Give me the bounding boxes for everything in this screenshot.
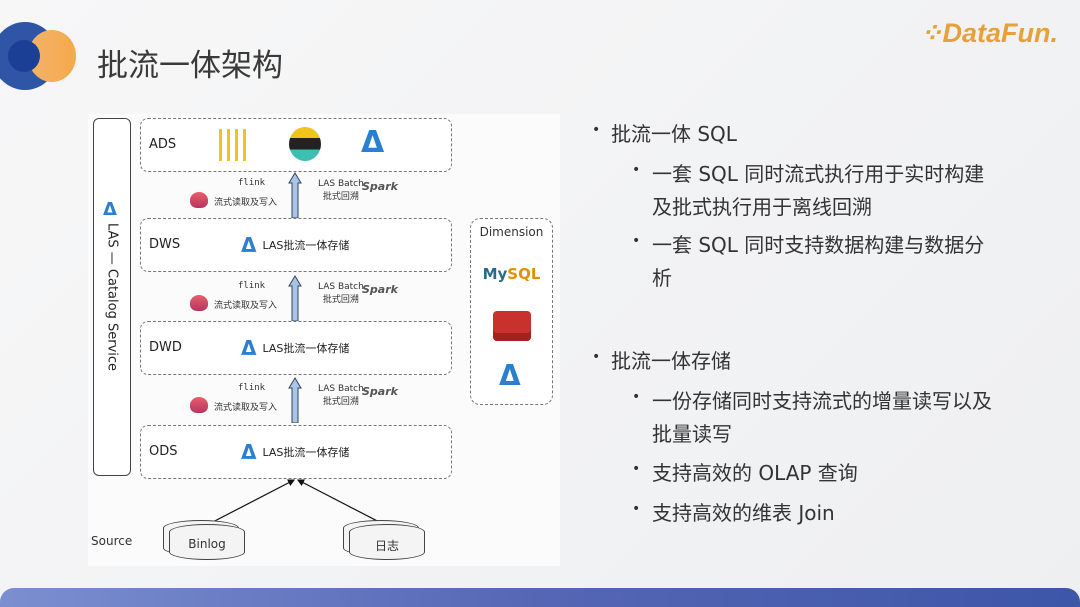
las-icon: Δ <box>499 359 521 392</box>
las-icon: Δ <box>361 125 385 160</box>
bullet-sql: •批流一体 SQL <box>592 122 737 146</box>
las-icon: Δ <box>103 199 117 220</box>
datafun-logo: ⁘DataFun. <box>919 18 1058 48</box>
spark-icon: Spark <box>362 385 398 398</box>
source-binlog: Binlog <box>163 520 245 560</box>
flink-icon <box>190 295 208 311</box>
mysql-logo: MySQL <box>482 265 541 283</box>
las-icon: Δ <box>241 336 257 360</box>
bullet-sql-1: •一套 SQL 同时流式执行用于实时构建及批式执行用于离线回溯 <box>632 162 985 219</box>
layer-ads: ADS Δ <box>140 118 452 172</box>
footer-band <box>0 588 1080 607</box>
kafka-icon <box>219 129 249 161</box>
las-icon: Δ <box>241 440 257 464</box>
up-arrow-icon <box>288 275 302 321</box>
source-arrows <box>206 479 386 526</box>
source-logs: 日志 <box>343 520 425 560</box>
source-label: Source <box>91 534 133 548</box>
las-icon: Δ <box>241 233 257 257</box>
elasticsearch-icon <box>289 127 321 161</box>
flink-icon <box>190 192 208 208</box>
dimension-box: Dimension MySQL Δ <box>470 218 553 405</box>
bullet-storage-3: •支持高效的维表 Join <box>632 501 835 525</box>
brand-circles <box>0 22 82 92</box>
bullet-storage-2: •支持高效的 OLAP 查询 <box>632 461 858 485</box>
bullet-storage: •批流一体存储 <box>592 349 731 373</box>
flink-icon <box>190 397 208 413</box>
page-title: 批流一体架构 <box>97 48 283 84</box>
spark-icon: Spark <box>362 283 398 296</box>
spark-icon: Spark <box>362 180 398 193</box>
redis-icon <box>493 311 531 341</box>
catalog-service-box: Δ LAS — Catalog Service <box>93 118 131 476</box>
bullet-storage-1: •一份存储同时支持流式的增量读写以及批量读写 <box>632 389 992 446</box>
bullet-sql-2: •一套 SQL 同时支持数据构建与数据分析 <box>632 233 985 290</box>
up-arrow-icon <box>288 172 302 218</box>
up-arrow-icon <box>288 377 302 423</box>
